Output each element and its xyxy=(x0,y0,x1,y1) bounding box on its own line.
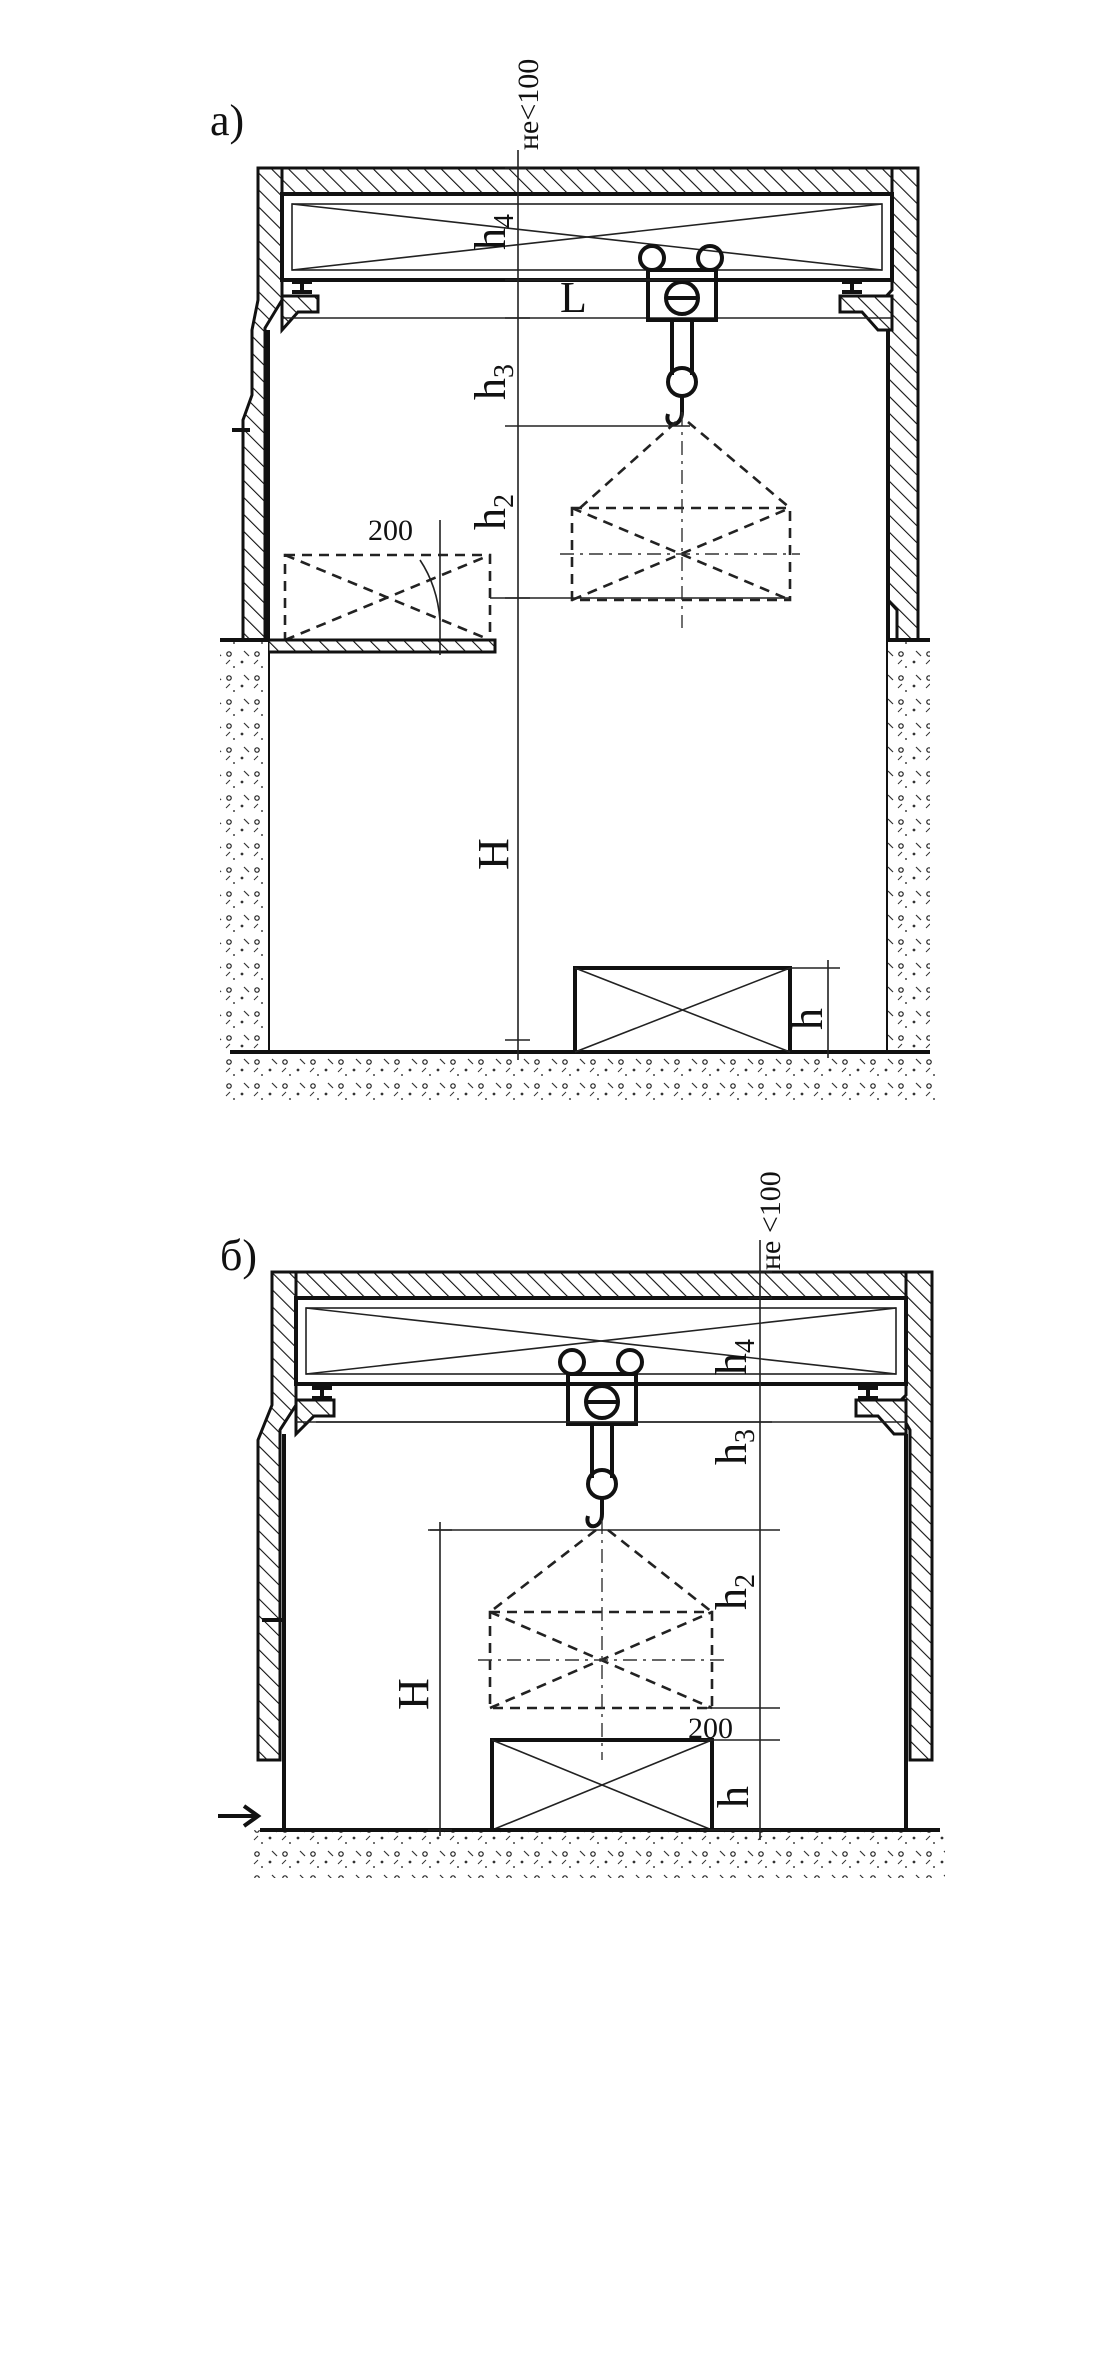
crane-trolley-b xyxy=(558,1348,644,1529)
dim-h-b: h xyxy=(709,1786,758,1808)
rail-right-b xyxy=(858,1386,878,1400)
dim-h4-b: h4 xyxy=(707,1339,761,1375)
left-wall-upper xyxy=(241,166,284,642)
dim-200-b: 200 xyxy=(688,1712,733,1745)
floor-b xyxy=(250,1830,945,1878)
dim-h-a: h xyxy=(783,1008,832,1030)
right-wall-b xyxy=(894,1270,934,1762)
soil-right xyxy=(888,640,930,1052)
entry-arrow-icon xyxy=(218,1804,262,1828)
suspended-load-b xyxy=(478,1520,724,1760)
dim-200-a: 200 xyxy=(368,514,413,547)
corbel-right-b xyxy=(854,1398,908,1436)
corbel-right xyxy=(838,294,894,332)
panel-a-tag: а) xyxy=(210,96,244,145)
right-wall-upper xyxy=(876,166,920,642)
floor-load-a xyxy=(573,960,840,1058)
dim-H-a: H xyxy=(469,838,518,870)
panel-a: а) xyxy=(210,59,935,1100)
rail-left xyxy=(292,280,312,294)
dim-h3-a: h3 xyxy=(466,364,520,400)
dim-H-b: H xyxy=(389,1678,438,1710)
clearance-label-a: не<100 xyxy=(512,59,545,150)
corbel-left xyxy=(280,294,320,334)
rail-left-b xyxy=(312,1386,332,1400)
dim-h2-a: h2 xyxy=(466,494,520,530)
floor-a xyxy=(225,1052,935,1100)
clearance-label-b: не <100 xyxy=(754,1171,787,1270)
crane-girder-b xyxy=(294,1296,908,1386)
left-wall-b xyxy=(256,1270,298,1762)
crane-girder-inner xyxy=(291,203,883,271)
rail-right xyxy=(842,280,862,294)
suspended-load xyxy=(560,412,800,628)
soil-left xyxy=(220,640,268,1052)
crane-trolley xyxy=(638,244,724,427)
panel-b-tag: б) xyxy=(220,1231,257,1280)
dim-h2-b: h2 xyxy=(707,1574,761,1610)
dim-h3-b: h3 xyxy=(707,1429,761,1465)
panel-b: б) xyxy=(218,1171,945,1878)
corbel-left-b xyxy=(294,1398,336,1438)
dim-h4-a: h4 xyxy=(466,214,520,250)
roof-slab xyxy=(256,166,920,196)
dim-L-a: L xyxy=(560,273,587,322)
roof-slab-b xyxy=(270,1270,934,1300)
